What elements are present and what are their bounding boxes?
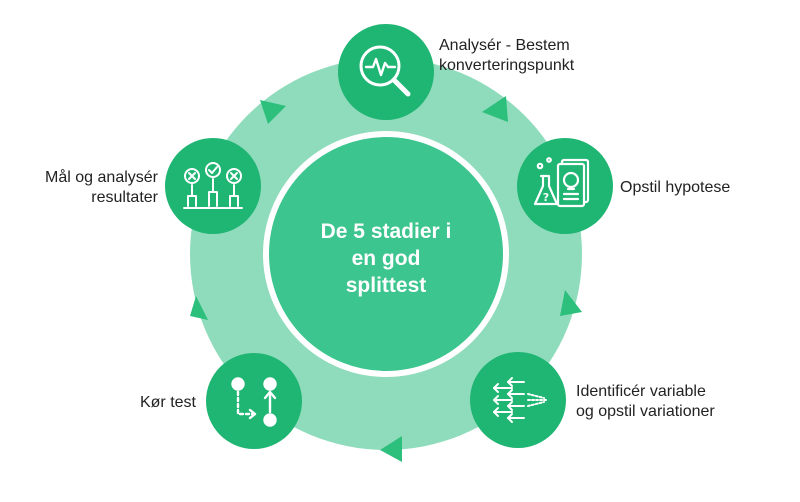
stage-node-test [206, 353, 302, 449]
stage-node-measure [165, 138, 261, 234]
stage-label-measure: Mål og analysér resultater [45, 168, 158, 208]
center-title-line: splittest [345, 274, 427, 297]
stage-label-line: Opstil hypotese [620, 179, 731, 196]
cycle-arrow-1 [482, 96, 508, 122]
center-title-line: en god [351, 247, 421, 270]
stage-label-line: Kør test [139, 394, 196, 411]
stage-label-hypothesis: Opstil hypotese [620, 178, 730, 198]
stage-label-line: Mål og analysér [45, 169, 158, 186]
cycle-arrow-4 [190, 296, 208, 320]
stage-node-hypothesis: ? [517, 138, 613, 234]
stage-node-variables [470, 352, 566, 448]
cycle-arrow-2 [560, 290, 582, 316]
svg-text:?: ? [543, 191, 549, 204]
cycle-arrow-5 [260, 100, 286, 124]
arrows-branching-icon [493, 377, 547, 423]
magnifier-pulse-icon [359, 45, 411, 97]
cycle-arrow-3 [380, 436, 402, 462]
stage-label-variables: Identificér variable og opstil variation… [576, 382, 715, 422]
stage-label-line: Analysér - Bestem [439, 37, 570, 54]
stage-label-line: konverteringspunkt [439, 57, 575, 74]
stage-node-analyse [338, 24, 434, 120]
flow-nodes-icon [231, 377, 277, 427]
flask-idea-document-icon: ? [533, 157, 590, 208]
center-title: De 5 stadier i en god splittest [270, 218, 502, 299]
stage-label-line: resultater [91, 189, 158, 206]
people-voting-icon [183, 162, 243, 209]
stage-label-analyse: Analysér - Bestem konverteringspunkt [439, 36, 574, 76]
stage-label-line: og opstil variationer [576, 403, 715, 420]
center-circle [263, 131, 509, 377]
stage-label-test: Kør test [140, 393, 196, 413]
stage-label-line: Identificér variable [576, 383, 706, 400]
center-title-line: De 5 stadier i [320, 220, 452, 243]
